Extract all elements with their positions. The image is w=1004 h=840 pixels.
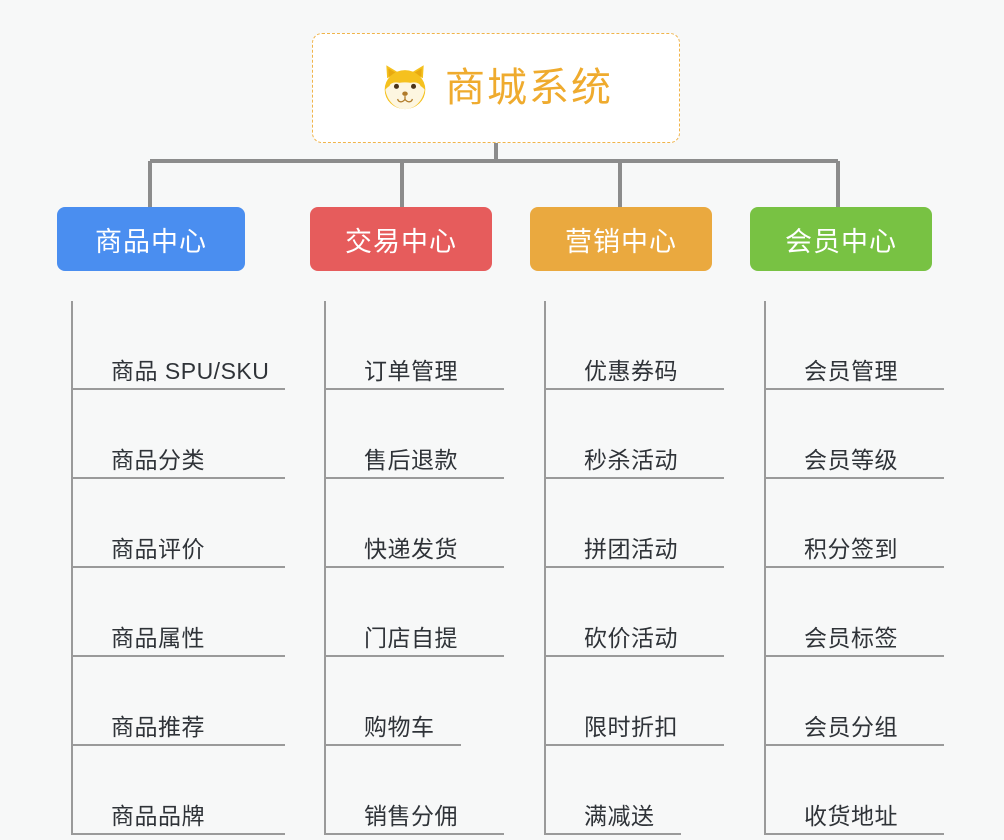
category-column-trade: 交易中心 订单管理 售后退款 快递发货 门店自提 购物车 [310,207,504,835]
list-item-label: 积分签到 [804,536,898,562]
leaf-underline [326,833,504,835]
root-title: 商城系统 [445,66,613,110]
leaf-underline [326,477,504,479]
shiba-dog-face-icon [384,65,426,110]
leaf-underline [546,566,724,568]
list-item[interactable]: 限时折扣 [546,657,724,746]
leaf-underline [546,388,724,390]
leaf-underline [766,655,944,657]
root-node[interactable]: 商城系统 [312,33,680,143]
leaf-underline [766,477,944,479]
list-item-label: 满减送 [584,803,655,829]
leaf-underline [546,833,681,835]
list-item[interactable]: 砍价活动 [546,568,724,657]
category-column-product: 商品中心 商品 SPU/SKU 商品分类 商品评价 商品属性 商品推荐 [57,207,285,835]
list-item-label: 门店自提 [364,625,458,651]
list-item[interactable]: 商品分类 [73,390,285,479]
leaf-list-member: 会员管理 会员等级 积分签到 会员标签 会员分组 收货地址 [764,301,944,835]
list-item[interactable]: 商品 SPU/SKU [73,301,285,390]
leaf-underline [766,566,944,568]
list-item-label: 商品属性 [111,625,205,651]
list-item[interactable]: 会员分组 [766,657,944,746]
category-header-label: 营销中心 [565,226,677,257]
leaf-underline [73,655,285,657]
list-item-label: 销售分佣 [364,803,458,829]
list-item-label: 快递发货 [364,536,458,562]
category-header-product[interactable]: 商品中心 [57,207,245,271]
list-item[interactable]: 优惠券码 [546,301,724,390]
list-item-label: 会员管理 [804,358,898,384]
list-item[interactable]: 购物车 [326,657,504,746]
list-item-label: 限时折扣 [584,714,678,740]
list-item-label: 商品评价 [111,536,205,562]
category-column-member: 会员中心 会员管理 会员等级 积分签到 会员标签 会员分组 [750,207,944,835]
list-item-label: 拼团活动 [584,536,678,562]
list-item[interactable]: 售后退款 [326,390,504,479]
list-item-label: 砍价活动 [584,625,678,651]
list-item[interactable]: 收货地址 [766,746,944,835]
list-item[interactable]: 商品属性 [73,568,285,657]
list-item[interactable]: 秒杀活动 [546,390,724,479]
category-header-label: 商品中心 [95,226,207,257]
list-item[interactable]: 门店自提 [326,568,504,657]
leaf-list-trade: 订单管理 售后退款 快递发货 门店自提 购物车 销售分佣 [324,301,504,835]
leaf-underline [73,566,285,568]
leaf-underline [546,744,724,746]
leaf-underline [73,833,285,835]
leaf-underline [73,477,285,479]
list-item[interactable]: 会员等级 [766,390,944,479]
list-item-label: 会员标签 [804,625,898,651]
list-item-label: 会员分组 [804,714,898,740]
category-header-marketing[interactable]: 营销中心 [530,207,712,271]
list-item[interactable]: 商品推荐 [73,657,285,746]
list-item-label: 秒杀活动 [584,447,678,473]
leaf-underline [766,388,944,390]
leaf-underline [73,388,285,390]
list-item[interactable]: 商品品牌 [73,746,285,835]
list-item[interactable]: 满减送 [546,746,724,835]
leaf-list-product: 商品 SPU/SKU 商品分类 商品评价 商品属性 商品推荐 商品品牌 [71,301,285,835]
list-item-label: 收货地址 [804,803,898,829]
list-item-label: 购物车 [364,714,435,740]
list-item[interactable]: 销售分佣 [326,746,504,835]
list-item[interactable]: 订单管理 [326,301,504,390]
leaf-list-marketing: 优惠券码 秒杀活动 拼团活动 砍价活动 限时折扣 满减送 [544,301,724,835]
list-item-label: 优惠券码 [584,358,678,384]
list-item[interactable]: 拼团活动 [546,479,724,568]
category-header-label: 交易中心 [345,226,457,257]
list-item[interactable]: 快递发货 [326,479,504,568]
category-header-member[interactable]: 会员中心 [750,207,932,271]
category-column-marketing: 营销中心 优惠券码 秒杀活动 拼团活动 砍价活动 限时折扣 [530,207,724,835]
leaf-underline [546,655,724,657]
leaf-underline [326,744,461,746]
list-item-label: 商品分类 [111,447,205,473]
list-item-label: 订单管理 [364,358,458,384]
list-item[interactable]: 积分签到 [766,479,944,568]
leaf-underline [326,655,504,657]
list-item[interactable]: 会员标签 [766,568,944,657]
leaf-underline [326,566,504,568]
list-item[interactable]: 会员管理 [766,301,944,390]
category-header-label: 会员中心 [785,226,897,257]
category-header-trade[interactable]: 交易中心 [310,207,492,271]
leaf-underline [73,744,285,746]
leaf-underline [766,833,944,835]
leaf-underline [766,744,944,746]
list-item-label: 商品推荐 [111,714,205,740]
list-item-label: 商品 SPU/SKU [111,358,270,384]
list-item-label: 商品品牌 [111,803,205,829]
leaf-underline [546,477,724,479]
leaf-underline [326,388,504,390]
list-item-label: 售后退款 [364,447,458,473]
list-item[interactable]: 商品评价 [73,479,285,568]
list-item-label: 会员等级 [804,447,898,473]
